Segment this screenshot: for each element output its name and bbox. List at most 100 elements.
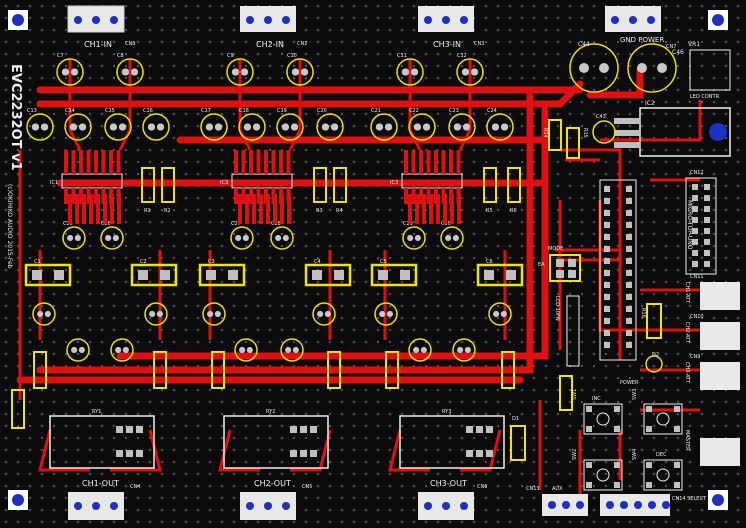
mcu-pin xyxy=(626,210,632,216)
ic-package: IC3 xyxy=(390,150,463,224)
power-capacitors xyxy=(569,43,677,93)
header-pin xyxy=(704,184,710,190)
capacitor-c9: C9 xyxy=(226,53,254,86)
header-pin xyxy=(704,195,710,201)
mcu-label: MICRO-TOP-UNO xyxy=(686,200,693,250)
mid-capacitor-row: C25C26C27C28C29C30 xyxy=(32,221,512,362)
svg-text:C2: C2 xyxy=(140,259,147,265)
svg-text:C14: C14 xyxy=(65,108,75,114)
svg-text:C19: C19 xyxy=(277,108,287,114)
capacitor-c8: C8 xyxy=(116,53,144,86)
lower-resistor xyxy=(327,351,341,389)
sw3-label: SW3 xyxy=(632,389,638,400)
cn12-label: CN12 xyxy=(690,170,704,176)
mcu-pin xyxy=(626,258,632,264)
led-contr-label: LED CONTR xyxy=(690,94,720,100)
header-pin xyxy=(692,250,698,256)
capacitor-c14: C14 xyxy=(64,108,92,141)
mcu-pin xyxy=(604,198,610,204)
ch1-in-ref: CN8 xyxy=(125,41,135,47)
capacitor-c23: C23 xyxy=(448,108,476,141)
header-via xyxy=(548,501,556,509)
cap-c44-label: C44 xyxy=(578,41,590,48)
regulator-ic2 xyxy=(614,107,731,157)
cn13-label: CN13 xyxy=(526,486,540,492)
header-pin xyxy=(704,228,710,234)
capacitor-c21: C21 xyxy=(370,108,398,141)
svg-text:C25: C25 xyxy=(63,221,73,227)
c43-label: C43 xyxy=(596,114,606,120)
header-via xyxy=(562,501,570,509)
ch1-out-ref: CN4 xyxy=(130,484,140,490)
ch1-in-label: CH1-IN xyxy=(84,40,112,49)
mcu-pin xyxy=(604,318,610,324)
capacitor-c22: C22 xyxy=(408,108,436,141)
power-ref: CN7 xyxy=(666,44,676,50)
bottom-capacitor xyxy=(234,338,258,362)
push-switches xyxy=(583,403,683,491)
header-pin xyxy=(704,217,710,223)
mcu-pin xyxy=(626,282,632,288)
svg-text:C22: C22 xyxy=(409,108,419,114)
svg-text:C7: C7 xyxy=(57,53,64,59)
cn10-label: CN10 xyxy=(690,314,704,320)
mcu-pin xyxy=(604,234,610,240)
capacitor-c11: C11 xyxy=(396,53,424,86)
mcu-pin xyxy=(604,282,610,288)
ch2-out-ref: CN5 xyxy=(302,484,312,490)
sw4-label: SW4 xyxy=(632,449,638,460)
lower-resistor xyxy=(33,351,47,389)
lower-capacitor xyxy=(374,302,398,326)
svg-text:R3: R3 xyxy=(316,208,323,214)
ch2-in-label: CH2-IN xyxy=(256,40,284,49)
mcu-pin xyxy=(626,246,632,252)
header-pin xyxy=(704,206,710,212)
lower-resistor xyxy=(153,351,167,389)
relay-3: RY3 xyxy=(399,409,505,469)
r16-label: R16 xyxy=(640,308,646,318)
resistor-r1: R1 xyxy=(141,167,155,214)
lower-resistor xyxy=(501,351,515,389)
bottom-capacitor xyxy=(452,338,476,362)
svg-text:R5: R5 xyxy=(486,208,493,214)
resistor-r5: R5 xyxy=(483,167,497,214)
power-led-label: POWER xyxy=(620,380,639,386)
mcu-pin xyxy=(604,210,610,216)
mcu-pin xyxy=(626,186,632,192)
header-via xyxy=(662,501,670,509)
lcd-label: LCD 10FN xyxy=(554,296,560,321)
ic-label: IC3 xyxy=(220,180,228,186)
header-via xyxy=(576,501,584,509)
relay-1: RY1 xyxy=(49,409,155,469)
mcu-pin xyxy=(626,234,632,240)
svg-text:C10: C10 xyxy=(287,53,297,59)
ch2-out-label: CH2-OUT xyxy=(254,479,291,488)
ch1-att-label: CH1-ATT xyxy=(684,282,690,304)
select-label: CN14 SELECT xyxy=(672,496,707,502)
mcu-pin xyxy=(604,246,610,252)
boxed-capacitor-c4: C4 xyxy=(304,259,352,287)
header-pin xyxy=(704,261,710,267)
sw1-label: SW1 xyxy=(572,389,578,400)
header-pin xyxy=(692,261,698,267)
lower-capacitor xyxy=(144,302,168,326)
capacitor-c20: C20 xyxy=(316,108,344,141)
header-via xyxy=(620,501,628,509)
push-switch xyxy=(583,459,623,491)
svg-text:C4: C4 xyxy=(314,259,321,265)
svg-text:R6: R6 xyxy=(510,208,517,214)
svg-text:RY1: RY1 xyxy=(92,409,101,415)
bottom-capacitor xyxy=(110,338,134,362)
boxed-capacitor-c2: C2 xyxy=(130,259,178,287)
ch2-in-ref: CN2 xyxy=(297,41,307,47)
svg-text:C6: C6 xyxy=(486,259,493,265)
relay-2: RY2 xyxy=(223,409,329,469)
mcu-pin xyxy=(626,198,632,204)
power-label: GND POWER xyxy=(620,36,664,44)
header-via xyxy=(648,501,656,509)
master-label: MASTER xyxy=(684,430,690,451)
